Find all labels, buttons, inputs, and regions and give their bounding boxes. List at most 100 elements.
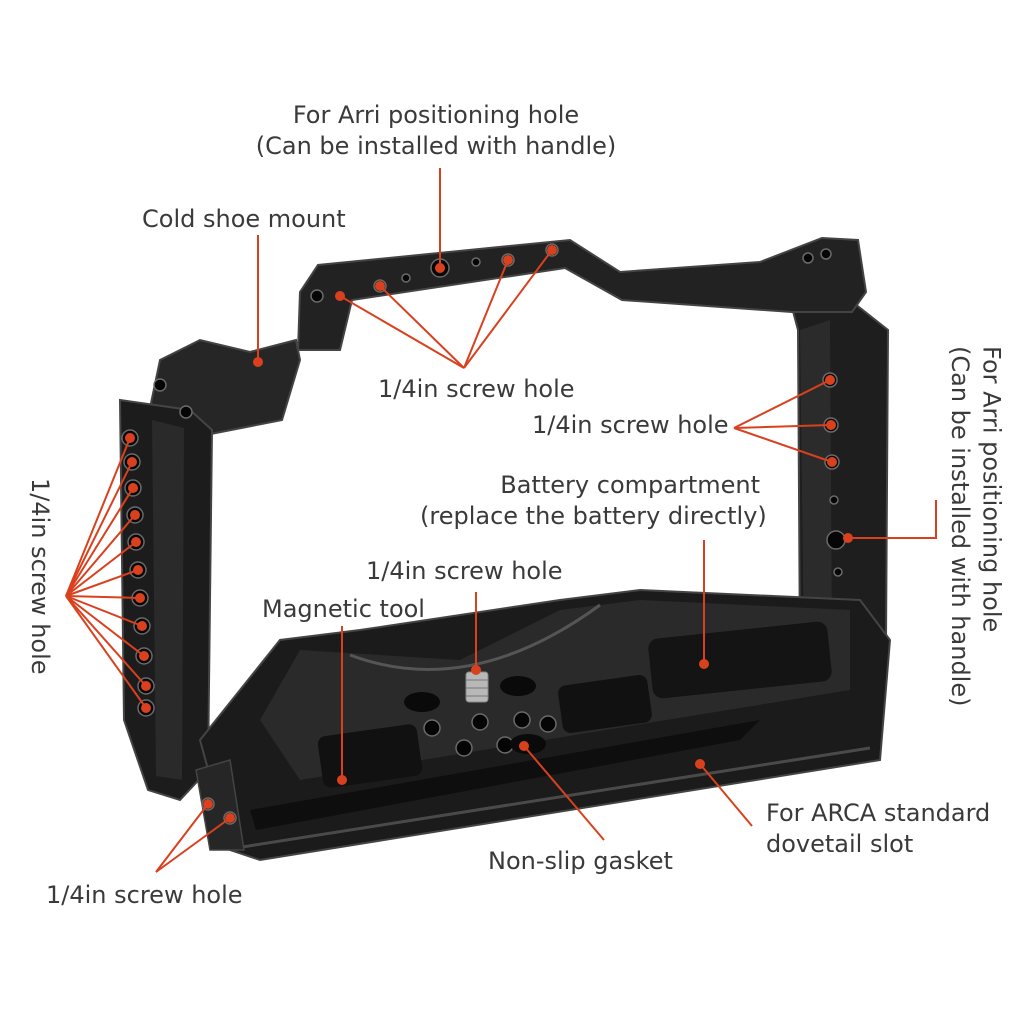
screw-hole-icon — [513, 711, 531, 729]
callout-dot-icon — [127, 457, 137, 467]
callout-line — [65, 595, 143, 627]
callout-line — [733, 379, 831, 429]
callout-line — [65, 595, 147, 709]
screw-hole-icon — [820, 248, 832, 260]
screw-hole-icon — [423, 719, 441, 737]
callout-dot-icon — [335, 291, 345, 301]
callout-dot-icon — [125, 433, 135, 443]
callout-dot-icon — [695, 759, 705, 769]
callout-line — [339, 295, 465, 369]
callout-dot-icon — [375, 281, 385, 291]
callout-dot-icon — [826, 420, 836, 430]
base-pocket-mid — [558, 675, 652, 733]
magnetic-tool-label: Magnetic tool — [262, 595, 425, 623]
arca-line1: For ARCA standard — [766, 799, 991, 827]
callout-dot-icon — [128, 483, 138, 493]
callout-dot-icon — [131, 537, 141, 547]
screw-hole-icon — [826, 530, 846, 550]
screw-hole-icon — [153, 378, 167, 392]
callout-lines — [65, 168, 937, 873]
callout-line — [65, 487, 134, 597]
screw-hole-icon — [539, 715, 557, 733]
callout-line — [733, 427, 833, 463]
callout-line — [848, 500, 937, 539]
screw-hole-icon — [833, 567, 843, 577]
non-slip-label: Non-slip gasket — [488, 847, 673, 875]
screw-hole-icon — [802, 252, 814, 264]
callout-line — [65, 595, 145, 657]
arri-top-line2: (Can be installed with handle) — [255, 132, 617, 161]
callout-dot-icon — [699, 659, 709, 669]
battery-line1: Battery compartment — [500, 471, 760, 499]
arri-right-line1: For Arri positioning hole — [977, 346, 1006, 633]
arri-top-line1: For Arri positioning hole — [292, 101, 580, 129]
callout-dot-icon — [130, 510, 140, 520]
cage-frame — [118, 236, 892, 862]
callout-dot-icon — [133, 565, 143, 575]
screw-hole-center-label: 1/4in screw hole — [366, 557, 563, 585]
callout-dot-icon — [135, 593, 145, 603]
arca-label: For ARCA standard dovetail slot — [766, 798, 990, 860]
callout-line — [463, 259, 509, 369]
dovetail-slot — [250, 720, 760, 830]
cage-left-foot — [195, 759, 245, 851]
callout-dot-icon — [827, 457, 837, 467]
callout-line — [65, 461, 133, 597]
thumb-screw-icon — [465, 671, 489, 703]
callout-dot-icon — [337, 775, 347, 785]
callout-line — [65, 595, 141, 599]
arri-top-label: For Arri positioning hole (Can be instal… — [250, 100, 622, 162]
screw-hole-left-label: 1/4in screw hole — [26, 478, 55, 675]
cage-left-upright-face — [152, 420, 184, 780]
callout-dot-icon — [471, 665, 481, 675]
callout-line — [65, 437, 131, 597]
callout-dot-icon — [141, 681, 151, 691]
screw-hole-top-label: 1/4in screw hole — [378, 375, 575, 403]
callout-line — [699, 763, 753, 827]
callout-line — [733, 424, 832, 429]
base-pocket-left — [317, 724, 423, 788]
screw-hole-icon — [310, 289, 324, 303]
callout-dot-icon — [843, 533, 853, 543]
callout-dot-icon — [825, 375, 835, 385]
cage-top-bar — [296, 236, 868, 351]
callout-line — [155, 803, 209, 873]
screw-hole-right-label: 1/4in screw hole — [532, 411, 729, 439]
non-slip-gasket — [404, 676, 546, 754]
battery-line2: (replace the battery directly) — [420, 502, 767, 531]
callout-line — [379, 285, 465, 369]
battery-label: Battery compartment (replace the battery… — [420, 470, 767, 532]
callout-dot-icon — [253, 357, 263, 367]
callout-dots — [125, 245, 853, 823]
callout-line — [463, 249, 553, 369]
screw-hole-icon — [471, 713, 489, 731]
arri-right-label: For Arri positioning hole (Can be instal… — [944, 346, 1006, 706]
callout-line — [155, 817, 231, 873]
callout-line — [65, 595, 147, 687]
callout-dot-icon — [503, 255, 513, 265]
screw-hole-icon — [829, 495, 839, 505]
callout-line — [65, 514, 136, 597]
battery-compartment — [648, 621, 832, 699]
callout-line — [65, 541, 137, 597]
dovetail-edge — [235, 746, 871, 850]
callout-dot-icon — [547, 245, 557, 255]
arri-right-line2: (Can be installed with handle) — [946, 346, 975, 707]
arca-line2: dovetail slot — [766, 830, 914, 859]
screw-hole-icon — [455, 739, 473, 757]
screw-hole-icon — [179, 405, 193, 419]
screw-hole-bottom-left-label: 1/4in screw hole — [46, 881, 243, 909]
callout-dot-icon — [141, 703, 151, 713]
screw-hole-icon — [401, 273, 411, 283]
callout-dot-icon — [519, 741, 529, 751]
screw-hole-icon — [471, 257, 481, 267]
callout-line — [65, 569, 139, 597]
callout-dot-icon — [139, 651, 149, 661]
cage-right-upright-inner — [800, 320, 832, 650]
callout-dot-icon — [435, 263, 445, 273]
callout-dot-icon — [225, 813, 235, 823]
callout-dot-icon — [203, 799, 213, 809]
cold-shoe-label: Cold shoe mount — [142, 205, 346, 233]
